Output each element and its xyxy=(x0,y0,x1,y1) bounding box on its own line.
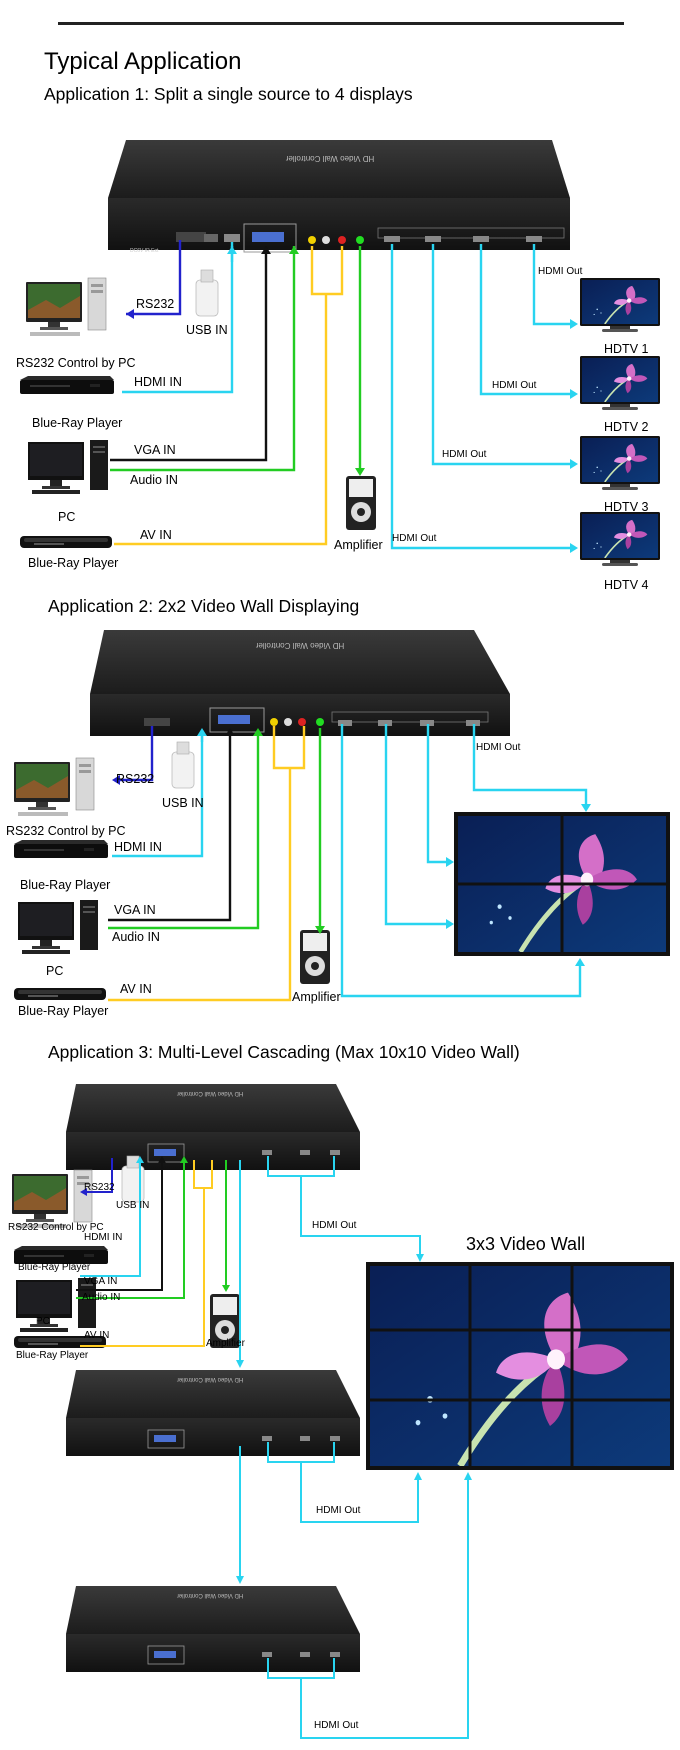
app1-hdtv2-label: HDTV 2 xyxy=(604,420,649,434)
app1-bluray2-label: Blue-Ray Player xyxy=(28,556,119,570)
app1-rs232-pc-label: RS232 Control by PC xyxy=(16,356,136,370)
app1-audio-line xyxy=(110,246,296,472)
app3-hdmi-out-2-label: HDMI Out xyxy=(316,1505,361,1516)
app1-hdmi-out-2-label: HDMI Out xyxy=(492,380,537,391)
app1-hdmi-out-4-label: HDMI Out xyxy=(392,533,437,544)
app1-bluray-player-image xyxy=(20,376,114,394)
app1-usb-stick-image xyxy=(195,269,219,317)
app2-rs232-pc-label: RS232 Control by PC xyxy=(6,824,126,838)
app1-hdmi-out-3-line xyxy=(431,244,574,466)
app1-hdmi-out-1-line xyxy=(532,244,574,326)
app1-audio-in-label: Audio IN xyxy=(130,473,178,487)
app1-vga-in-label: VGA IN xyxy=(134,443,176,457)
app3-av-in-label: AV IN xyxy=(84,1330,110,1341)
app2-pc-label: PC xyxy=(46,964,64,978)
app2-bluray-player-image xyxy=(14,840,108,858)
app1-hdtv3-image xyxy=(580,436,660,490)
app1-hdtv4-label: HDTV 4 xyxy=(604,578,649,592)
app1-amplifier-label: Amplifier xyxy=(334,538,383,552)
app1-hdmi-out-4-line xyxy=(390,244,574,550)
app2-title: Application 2: 2x2 Video Wall Displaying xyxy=(48,596,360,616)
app1-hdtv3-label: HDTV 3 xyxy=(604,500,649,514)
svg-text:HD Video Wall Controller: HD Video Wall Controller xyxy=(285,154,374,163)
app1-amplifier-image xyxy=(346,476,376,530)
app1-pc-image xyxy=(28,440,108,494)
svg-text:HD Video Wall Controller: HD Video Wall Controller xyxy=(177,1376,243,1382)
app3-diagram: HD Video Wall Controller HD Video Wall C… xyxy=(11,1084,674,1739)
app2-hdmi-out-label: HDMI Out xyxy=(476,742,521,753)
app1-hdmi-out-1-label: HDMI Out xyxy=(538,266,583,277)
app3-rs232-pc-image xyxy=(11,1169,93,1229)
app2-hdmi-in-label: HDMI IN xyxy=(114,840,162,854)
app2-video-wall-2x2 xyxy=(454,812,670,956)
app2-usb-stick-image xyxy=(171,741,195,789)
app3-rs232-label: RS232 xyxy=(84,1182,115,1193)
app2-rs232-pc-image xyxy=(13,757,95,817)
app1-bluray-label: Blue-Ray Player xyxy=(32,416,123,430)
app1-av-in-label: AV IN xyxy=(140,528,172,542)
app2-bluray2-label: Blue-Ray Player xyxy=(18,1004,109,1018)
app1-controller-device: HD Video Wall Controller DC6V IR Ext xyxy=(108,140,570,254)
app2-controller-device: HD Video Wall Controller xyxy=(90,630,510,736)
app1-av-line xyxy=(114,294,328,546)
app1-rs232-line xyxy=(126,240,182,316)
app1-pc-label: PC xyxy=(58,510,76,524)
app1-vga-line xyxy=(110,246,268,462)
svg-text:HD Video Wall Controller: HD Video Wall Controller xyxy=(177,1090,243,1096)
app2-bluray-player-2-image xyxy=(14,988,106,1000)
app2-diagram: HD Video Wall Controller xyxy=(13,630,670,1002)
app3-controller-device-1: HD Video Wall Controller xyxy=(66,1084,360,1170)
app1-hdtv1-label: HDTV 1 xyxy=(604,342,649,356)
app1-hdmi-in-line xyxy=(122,246,234,394)
page-heading: Typical Application xyxy=(44,48,242,75)
app1-title: Application 1: Split a single source to … xyxy=(44,84,413,104)
svg-text:HD Video Wall Controller: HD Video Wall Controller xyxy=(255,641,344,650)
svg-text:HD Video Wall Controller: HD Video Wall Controller xyxy=(177,1592,243,1598)
app1-usb-in-label: USB IN xyxy=(186,323,228,337)
app3-audio-in-label: Audio IN xyxy=(82,1292,121,1303)
app3-wall-title: 3x3 Video Wall xyxy=(466,1234,586,1254)
app3-title: Application 3: Multi-Level Cascading (Ma… xyxy=(48,1042,520,1062)
app3-bluray-label: Blue-Ray Player xyxy=(18,1262,91,1273)
app1-hdtv2-image xyxy=(580,356,660,410)
app2-amplifier-label: Amplifier xyxy=(292,990,341,1004)
app2-pc-image xyxy=(18,900,98,954)
app3-rs232-pc-label: RS232 Control by PC xyxy=(8,1222,104,1233)
app3-controller-device-3: HD Video Wall Controller xyxy=(66,1586,360,1672)
app2-bluray-label: Blue-Ray Player xyxy=(20,878,111,892)
app2-av-in-label: AV IN xyxy=(120,982,152,996)
svg-text:DC6V IR Ext: DC6V IR Ext xyxy=(130,248,159,254)
app3-hdmi-out-3-label: HDMI Out xyxy=(314,1720,359,1731)
app3-amplifier-label: Amplifier xyxy=(206,1338,245,1349)
app3-video-wall-3x3 xyxy=(366,1262,674,1470)
app3-pc-label: PC xyxy=(36,1316,50,1327)
app1-hdmi-out-2-line xyxy=(479,244,574,396)
app1-hdmi-in-label: HDMI IN xyxy=(134,375,182,389)
app1-rs232-pc-image xyxy=(25,277,107,337)
app3-hdmi-in-label: HDMI IN xyxy=(84,1232,123,1243)
app2-audio-in-label: Audio IN xyxy=(112,930,160,944)
top-rule xyxy=(58,22,624,25)
app2-usb-in-label: USB IN xyxy=(162,796,204,810)
app2-amplifier-image xyxy=(300,930,330,984)
app1-hdmi-out-3-label: HDMI Out xyxy=(442,449,487,460)
app1-bluray-player-2-image xyxy=(20,536,112,548)
app3-bluray2-label: Blue-Ray Player xyxy=(16,1350,89,1361)
app2-vga-in-label: VGA IN xyxy=(114,903,156,917)
app1-diagram: HD Video Wall Controller DC6V IR Ext xyxy=(20,140,660,566)
app3-vga-in-label: VGA IN xyxy=(84,1276,118,1287)
app3-usb-in-label: USB IN xyxy=(116,1200,150,1211)
app3-hdmi-out-1-label: HDMI Out xyxy=(312,1220,357,1231)
app3-controller-device-2: HD Video Wall Controller xyxy=(66,1370,360,1456)
app1-rs232-label: RS232 xyxy=(136,297,175,311)
app1-hdtv1-image xyxy=(580,278,660,332)
app2-rs232-label: RS232 xyxy=(116,772,155,786)
app1-hdtv4-image xyxy=(580,512,660,566)
